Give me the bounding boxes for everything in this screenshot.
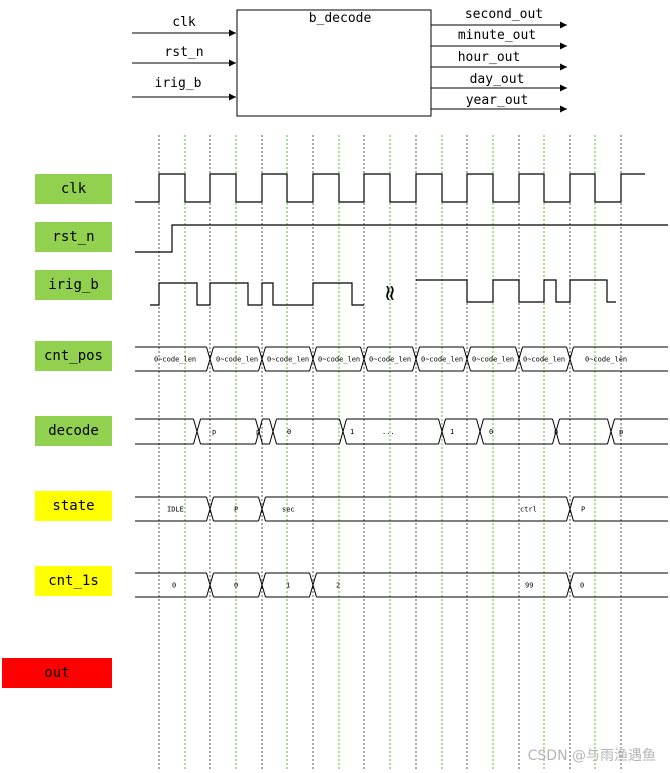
bus-value: 1 <box>286 582 290 590</box>
bus-transition <box>193 418 201 445</box>
bus-transition <box>566 572 574 598</box>
bus-transition <box>206 572 214 598</box>
bus-value: P <box>581 506 585 514</box>
watermark: CSDN @与雨渔遇鱼 <box>527 748 656 764</box>
output-label-minute: minute_out <box>458 28 536 43</box>
bus-value: IDLE <box>167 506 184 514</box>
bus-value: 0~code_len <box>318 356 360 364</box>
signal-label-text: cnt_pos <box>43 348 103 364</box>
signal-label-text: decode <box>48 423 99 439</box>
bus-value: 0 <box>287 428 291 436</box>
signal-label-rst-n: rst_n <box>35 222 112 252</box>
output-label-year: year_out <box>466 93 529 108</box>
signal-label-state: state <box>35 491 112 521</box>
bus-transition <box>566 496 574 522</box>
bus-value: 0~code_len <box>421 356 463 364</box>
signal-label-text: irig_b <box>48 277 99 293</box>
bus-transition <box>438 418 446 445</box>
bus-value: sec <box>282 506 295 514</box>
bus-transition <box>463 346 471 372</box>
bus-value: 0 <box>172 582 176 590</box>
signal-label-text: rst_n <box>52 229 95 245</box>
bus-transition <box>309 572 317 598</box>
module-block: b_decode clk rst_n irig_b second_out min… <box>132 7 567 117</box>
bus-value: 0~code_len <box>472 356 514 364</box>
signal-label-irig-b: irig_b <box>35 270 112 300</box>
output-label-hour: hour_out <box>458 50 521 65</box>
module-title: b_decode <box>309 11 372 26</box>
bus-value: 1 <box>450 428 454 436</box>
signal-label-text: state <box>52 498 95 514</box>
bus-transition <box>515 346 523 372</box>
bus-cnt-1s: 0 0 1 2 99 0 <box>135 572 668 598</box>
bus-value: 0 <box>234 582 238 590</box>
bus-transition <box>412 346 420 372</box>
signal-label-clk: clk <box>35 174 112 204</box>
input-label-clk: clk <box>172 15 196 30</box>
bus-transition <box>258 496 266 522</box>
bus-transition <box>566 346 574 372</box>
bus-value: 0~code_len <box>369 356 411 364</box>
bus-transition <box>269 418 277 445</box>
signal-label-out: out <box>2 658 112 688</box>
bus-value: 99 <box>525 582 533 590</box>
bus-value: ctrl <box>520 506 537 514</box>
bus-transition <box>607 418 615 445</box>
output-label-second: second_out <box>465 7 543 22</box>
bus-transition <box>258 572 266 598</box>
bus-value: p <box>212 428 216 436</box>
signal-label-decode: decode <box>35 416 112 446</box>
break-symbol: ≈ <box>377 284 402 302</box>
arrow-head-icon <box>229 29 236 37</box>
bus-value: 0~code_len <box>216 356 258 364</box>
bus-transition <box>206 346 214 372</box>
bus-value: 1 <box>350 428 354 436</box>
waveform-irig-b: ≈ <box>150 279 616 306</box>
arrow-head-icon <box>229 59 236 67</box>
bus-transition <box>309 346 317 372</box>
bus-value: p <box>554 428 558 436</box>
bus-transition <box>258 346 266 372</box>
signal-label-cnt-1s: cnt_1s <box>35 566 112 596</box>
bus-value: 0 <box>580 582 584 590</box>
bus-value: 0~code_len <box>154 356 196 364</box>
bus-transition <box>339 418 347 445</box>
bus-value: 0 <box>489 428 493 436</box>
waveform-rst-n <box>135 224 668 253</box>
input-label-rst-n: rst_n <box>164 45 203 60</box>
signal-label-text: clk <box>60 181 87 197</box>
bus-cnt-pos: 0~code_len 0~code_len 0~code_len 0~code_len… <box>135 346 668 372</box>
bus-transition <box>552 418 560 445</box>
bus-transition <box>476 418 484 445</box>
arrow-head-icon <box>560 105 567 113</box>
signal-label-text: out <box>44 665 70 681</box>
arrow-head-icon <box>560 21 567 29</box>
signal-label-cnt-pos: cnt_pos <box>35 341 112 371</box>
guide-lines <box>158 135 622 770</box>
bus-value: 0~code_len <box>585 356 627 364</box>
arrow-head-icon <box>560 42 567 50</box>
bus-value: p <box>619 428 623 436</box>
bus-transition <box>255 418 263 445</box>
arrow-head-icon <box>229 93 236 101</box>
bus-value: 0~code_len <box>523 356 565 364</box>
bus-value: 0~code_len <box>267 356 309 364</box>
bus-transition <box>206 496 214 522</box>
bus-value: 2 <box>336 582 340 590</box>
output-label-day: day_out <box>470 72 525 87</box>
bus-value: ... <box>382 428 395 436</box>
bus-value: P <box>234 506 238 514</box>
module-box <box>236 9 432 117</box>
waveform-clk <box>135 173 645 203</box>
bus-decode: p p 0 1... 1 0 p p <box>135 418 668 445</box>
signal-label-text: cnt_1s <box>48 573 99 589</box>
arrow-head-icon <box>560 63 567 71</box>
bus-transition <box>360 346 368 372</box>
input-label-irig-b: irig_b <box>155 76 202 91</box>
arrow-head-icon <box>560 84 567 92</box>
bus-value: p <box>256 428 260 436</box>
